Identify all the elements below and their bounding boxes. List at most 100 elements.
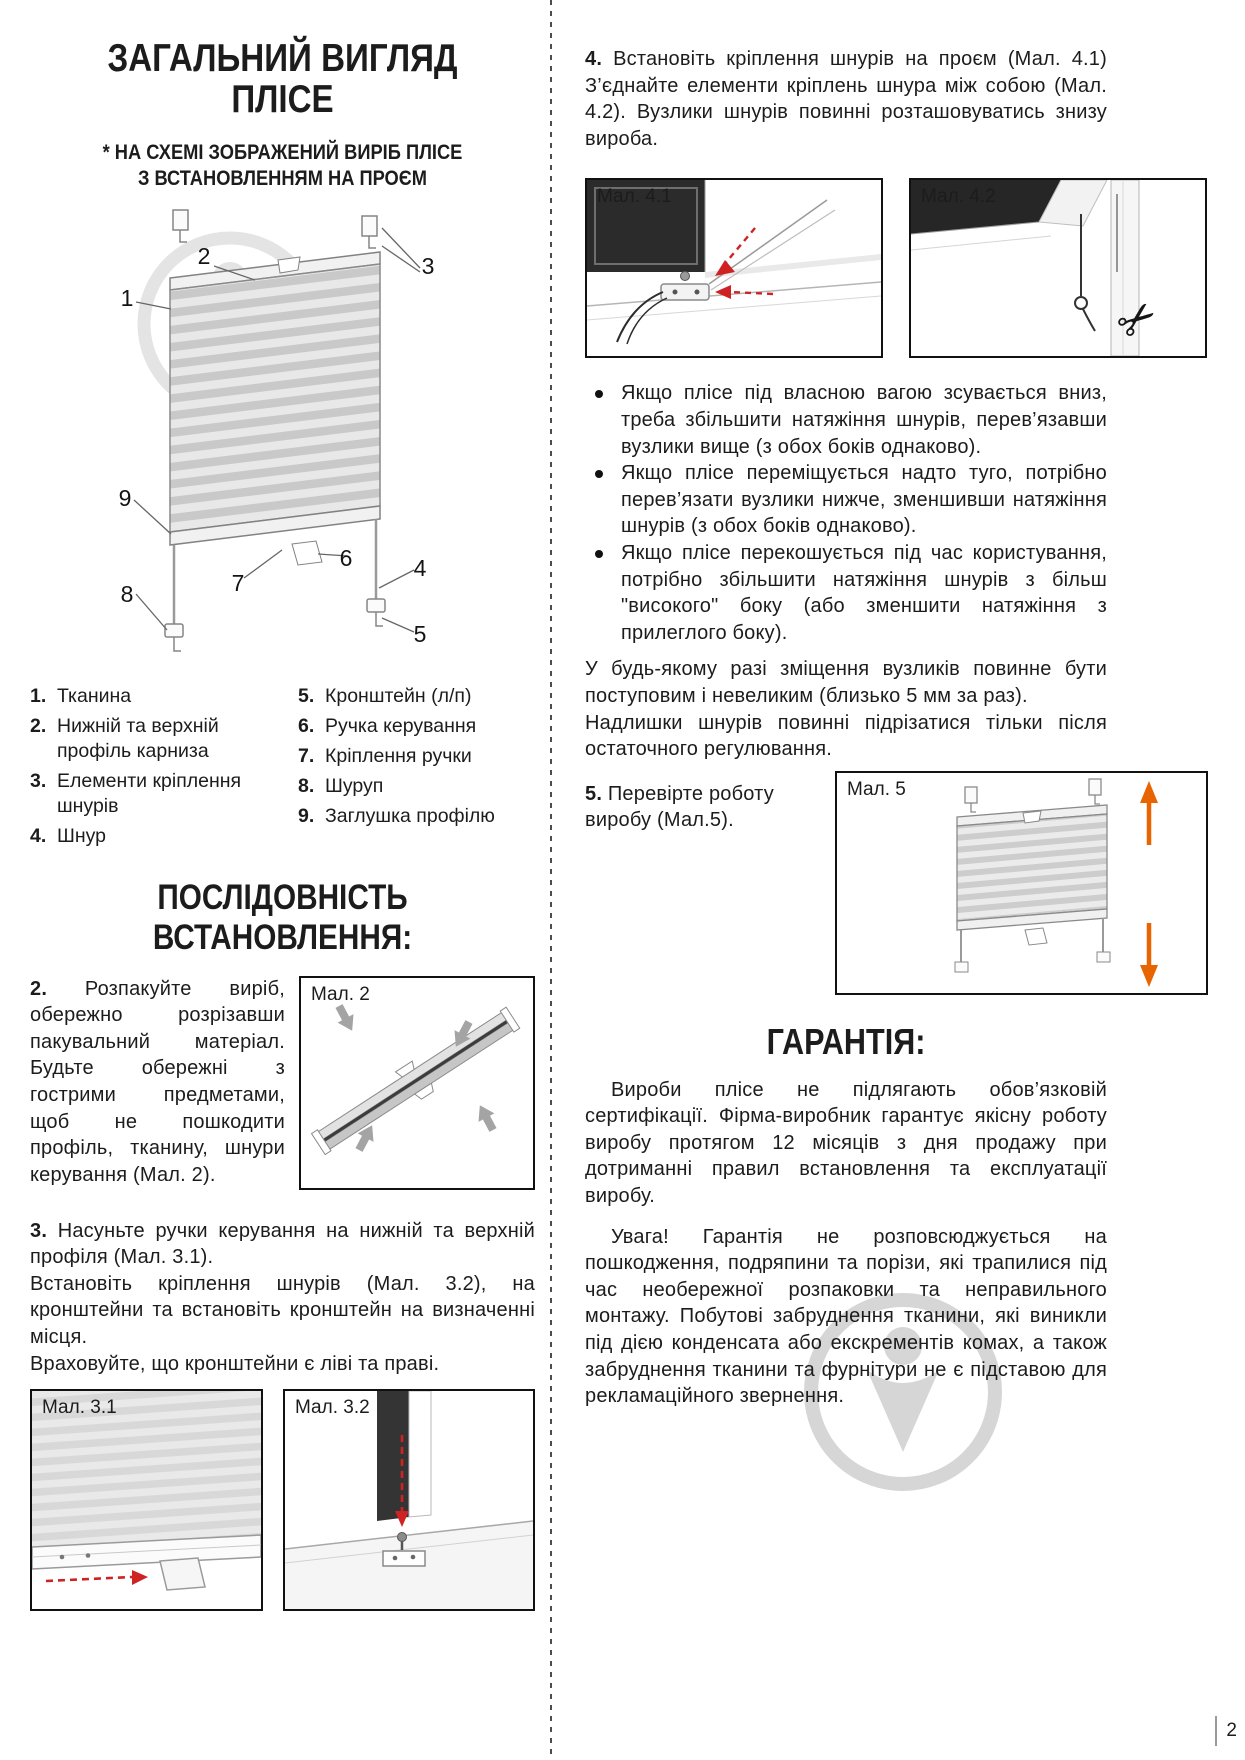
diagram-legend: 1.Тканина 2.Нижній та верхній профіль ка… [30,684,535,854]
page-title-line1: ЗАГАЛЬНИЙ ВИГЛЯД [107,37,458,80]
bottom-handle [291,540,323,566]
section-title-installation: ПОСЛІДОВНІСТЬ ВСТАНОВЛЕННЯ: [152,877,413,957]
step-4-text: 4. Встановіть кріплення шнурів на проєм … [585,48,1107,150]
pleated-fabric [169,263,381,533]
rolled-blind [310,1006,521,1155]
note-trim: Надлишки шнурів повинні підрізатися тіль… [585,711,1107,761]
figure-2: Мал. 2 [299,975,535,1190]
legend-item: 3.Елементи кріплення шнурів [30,769,242,817]
figure-4-1-label: Мал. 4.1 [597,186,672,208]
cords [1074,194,1118,332]
bullet-item: Якщо плісе переміщується надто туго, пот… [585,460,1107,540]
figure-3-2-drawing [285,1391,533,1610]
callout-9: 9 [119,485,132,511]
warranty-paragraph-2: Увага! Гарантія не розповсюджується на п… [585,1225,1107,1408]
figure-5-label: Мал. 5 [847,778,906,800]
step-5-block: 5. Перевірте роботу виробу (Мал.5). Мал.… [585,770,1210,995]
figure-4-1: Мал. 4.1 [585,178,883,359]
screw-direction-arrow [395,1435,409,1528]
legend-item: 4.Шнур [30,824,107,847]
blind-overview-diagram: 1 2 3 4 5 6 7 8 9 [119,209,435,652]
footer-divider [1215,1716,1218,1746]
diagram-note-line1: * НА СХЕМІ ЗОБРАЖЕНИЙ ВИРІБ ПЛІСЕ [102,139,463,164]
figure-4-2-label: Мал. 4.2 [921,186,996,208]
figures-3-row: Мал. 3.1 [30,1389,535,1612]
legend-item: 5.Кронштейн (л/п) [298,684,472,707]
bottom-profile [956,907,1108,931]
step-3-block: 3. Насуньте ручки керування на нижній та… [30,1218,535,1378]
page-title-line2: ПЛІСЕ [231,78,334,122]
figure-2-drawing [310,1003,521,1155]
callout-6: 6 [340,545,353,571]
legend-item: 7.Кріплення ручки [298,744,472,767]
adjustment-notes: Якщо плісе під власною вагою зсувається … [585,380,1107,646]
callout-3: 3 [422,253,435,279]
left-column: ЗАГАЛЬНИЙ ВИГЛЯД ПЛІСЕ * НА СХЕМІ ЗОБРАЖ… [30,0,535,1612]
step-3-text: Враховуйте, що кронштейни є ліві та прав… [30,1352,440,1375]
figure-3-2: Мал. 3.2 [283,1389,535,1612]
figure-5: Мал. 5 [835,770,1208,995]
figure-5-drawing [954,778,1158,987]
page-number: 2 [1226,1720,1237,1741]
note-gradual: У будь-якому разі зміщення вузликів пови… [585,658,1107,707]
step-2-text: 2. Розпакуйте виріб, обережно розрізавши… [30,977,285,1186]
figure-3-1: Мал. 3.1 [30,1389,263,1612]
step-2-block: 2. Розпакуйте виріб, обережно розрізавши… [30,975,535,1190]
window-glass [587,180,705,273]
callout-2: 2 [198,243,211,269]
warranty-paragraph-1: Вироби плісе не підлягають обов’язковій … [585,1078,1107,1208]
attach-arrows [715,227,774,300]
callout-leaders [133,227,421,633]
figure-3-1-drawing [32,1391,261,1592]
legend-column-2: 5.Кронштейн (л/п) 6.Ручка керування 7.Кр… [298,684,535,854]
callout-numbers: 1 2 3 4 5 6 7 8 9 [119,243,435,647]
cord-fixing-elements-bottom [164,598,386,652]
screw-icon [397,1532,407,1551]
legend-item: 8.Шуруп [298,774,384,797]
cord-fixing-element [660,271,710,302]
bottom-profile [169,505,381,546]
slide-direction-arrow [45,1570,148,1586]
callout-7: 7 [232,570,245,596]
legend-item: 6.Ручка керування [298,714,477,737]
window-frame-dark [377,1391,409,1522]
adjustment-summary: У будь-якому разі зміщення вузликів пови… [585,656,1210,762]
movement-arrows [1140,780,1158,987]
cord [616,291,664,343]
window-frame [1110,180,1140,357]
figure-2-label: Мал. 2 [311,983,370,1005]
callout-4: 4 [414,555,427,581]
bullet-item: Якщо плісе перекошується під час користу… [585,540,1107,646]
legend-item: 2.Нижній та верхній профіль карниза [30,714,219,762]
diagram-note: * НА СХЕМІ ЗОБРАЖЕНИЙ ВИРІБ ПЛІСЕ З ВСТА… [30,139,535,192]
window-glass [911,180,1061,235]
callout-5: 5 [414,621,427,647]
fabric [956,812,1108,922]
step-3-text: Встановіть кріплення шнурів (Мал. 3.2), … [30,1272,535,1349]
unpack-arrows [335,1003,497,1152]
callout-8: 8 [121,581,134,607]
fabric-closeup [32,1391,261,1550]
cord-fixing-elements-top [172,209,378,249]
control-handle [159,1557,206,1592]
step-5-text: 5. Перевірте роботу виробу (Мал.5). [585,782,774,832]
brand-watermark [804,1293,1002,1491]
legend-item: 9.Заглушка профілю [298,804,495,827]
legend-item: 1.Тканина [30,684,132,707]
figures-4-row: Мал. 4.1 [585,178,1210,359]
callout-1: 1 [121,285,134,311]
profile-bar [32,1534,261,1571]
diagram-note-line2: З ВСТАНОВЛЕННЯМ НА ПРОЄМ [138,166,427,191]
bracket [382,1550,426,1567]
figure-3-2-label: Мал. 3.2 [295,1397,370,1419]
right-column: 4. Встановіть кріплення шнурів на проєм … [585,0,1210,1410]
top-handle [277,256,301,274]
legend-column-1: 1.Тканина 2.Нижній та верхній профіль ка… [30,684,298,854]
page-title: ЗАГАЛЬНИЙ ВИГЛЯД ПЛІСЕ [30,38,535,121]
bullet-item: Якщо плісе під власною вагою зсувається … [585,380,1107,460]
section-title-warranty: ГАРАНТІЯ: [766,1020,926,1062]
figure-3-1-label: Мал. 3.1 [42,1397,117,1419]
figure-4-2: Мал. 4.2 ✂ [909,178,1207,359]
page-footer: 2 [1215,1716,1237,1746]
